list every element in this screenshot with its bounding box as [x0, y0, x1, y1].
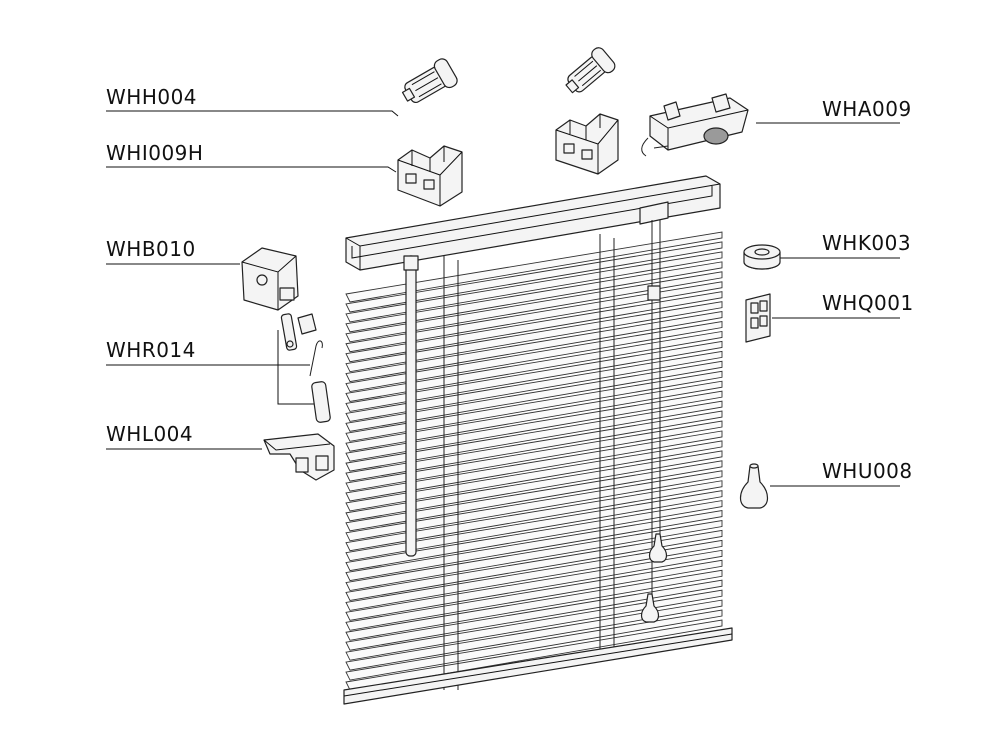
slat: [345, 480, 723, 552]
part-whr014-wand-hook: [277, 313, 331, 423]
slat: [345, 569, 723, 641]
slat: [345, 500, 723, 572]
slat: [345, 360, 723, 432]
slat: [345, 281, 723, 353]
label-group-whr014: WHR014: [106, 338, 310, 366]
slat: [345, 549, 723, 621]
label-group-whi009h: WHI009H: [106, 141, 397, 173]
slat: [345, 330, 723, 402]
part-whu008-tassel: [739, 463, 769, 509]
slat: [345, 609, 723, 681]
slat: [345, 311, 723, 383]
slat: [345, 400, 723, 472]
slat: [345, 559, 723, 631]
slat: [345, 271, 723, 343]
label-group-whu008: WHU008: [770, 459, 913, 487]
part-whh004-rod-holder: [401, 58, 458, 104]
slat: [345, 599, 723, 671]
part-label-whr014: WHR014: [106, 338, 196, 362]
slat: [345, 301, 723, 373]
slat: [345, 579, 723, 651]
slat: [345, 251, 723, 323]
slat: [345, 241, 723, 313]
slat: [345, 470, 723, 542]
lift-cords: [640, 220, 668, 623]
part-wha009-cord-lock: [641, 93, 749, 157]
slat: [345, 519, 723, 592]
slat: [345, 350, 723, 422]
tilt-wand: [403, 255, 419, 557]
slat: [345, 529, 723, 601]
slat: [345, 321, 723, 393]
part-label-wha009: WHA009: [822, 97, 912, 121]
part-whq001-guide: [745, 293, 771, 343]
slat: [345, 440, 723, 512]
part-label-whl004: WHL004: [106, 422, 193, 446]
slat: [345, 231, 723, 303]
slat: [345, 390, 723, 462]
label-group-whq001: WHQ001: [772, 291, 914, 319]
part-whb010-tilter: [241, 247, 299, 311]
part-label-whh004: WHH004: [106, 85, 197, 109]
ladder-strings: [443, 234, 615, 690]
slat: [345, 450, 723, 522]
slat: [345, 539, 723, 611]
part-label-whu008: WHU008: [822, 459, 913, 483]
slat: [345, 380, 723, 452]
slat: [345, 510, 723, 582]
part-whl004-bracket: [263, 433, 335, 481]
slat: [345, 619, 723, 691]
slat: [345, 291, 723, 363]
slat: [345, 261, 723, 333]
part-whi009h-bracket: [397, 145, 463, 207]
slat: [345, 420, 723, 492]
slat: [345, 589, 723, 661]
label-group-whk003: WHK003: [780, 231, 911, 259]
slat: [345, 370, 723, 442]
part-label-whb010: WHB010: [106, 237, 196, 261]
slat: [345, 460, 723, 532]
part-label-whi009h: WHI009H: [106, 141, 203, 165]
label-group-whl004: WHL004: [106, 422, 262, 450]
slat: [345, 340, 723, 412]
slat: [345, 490, 723, 562]
part-whh004-rod-holder-2: [565, 47, 616, 94]
blind-slats: [345, 231, 723, 691]
slat: [345, 430, 723, 502]
part-whi009h-bracket-2: [555, 113, 619, 175]
headrail: [345, 175, 721, 271]
part-label-whk003: WHK003: [822, 231, 911, 255]
label-group-whh004: WHH004: [106, 85, 399, 117]
label-group-wha009: WHA009: [756, 97, 912, 124]
slat: [345, 410, 723, 482]
bottom-rail: [343, 627, 733, 705]
part-label-whq001: WHQ001: [822, 291, 914, 315]
part-whk003-spool: [743, 244, 781, 270]
label-group-whb010: WHB010: [106, 237, 240, 265]
